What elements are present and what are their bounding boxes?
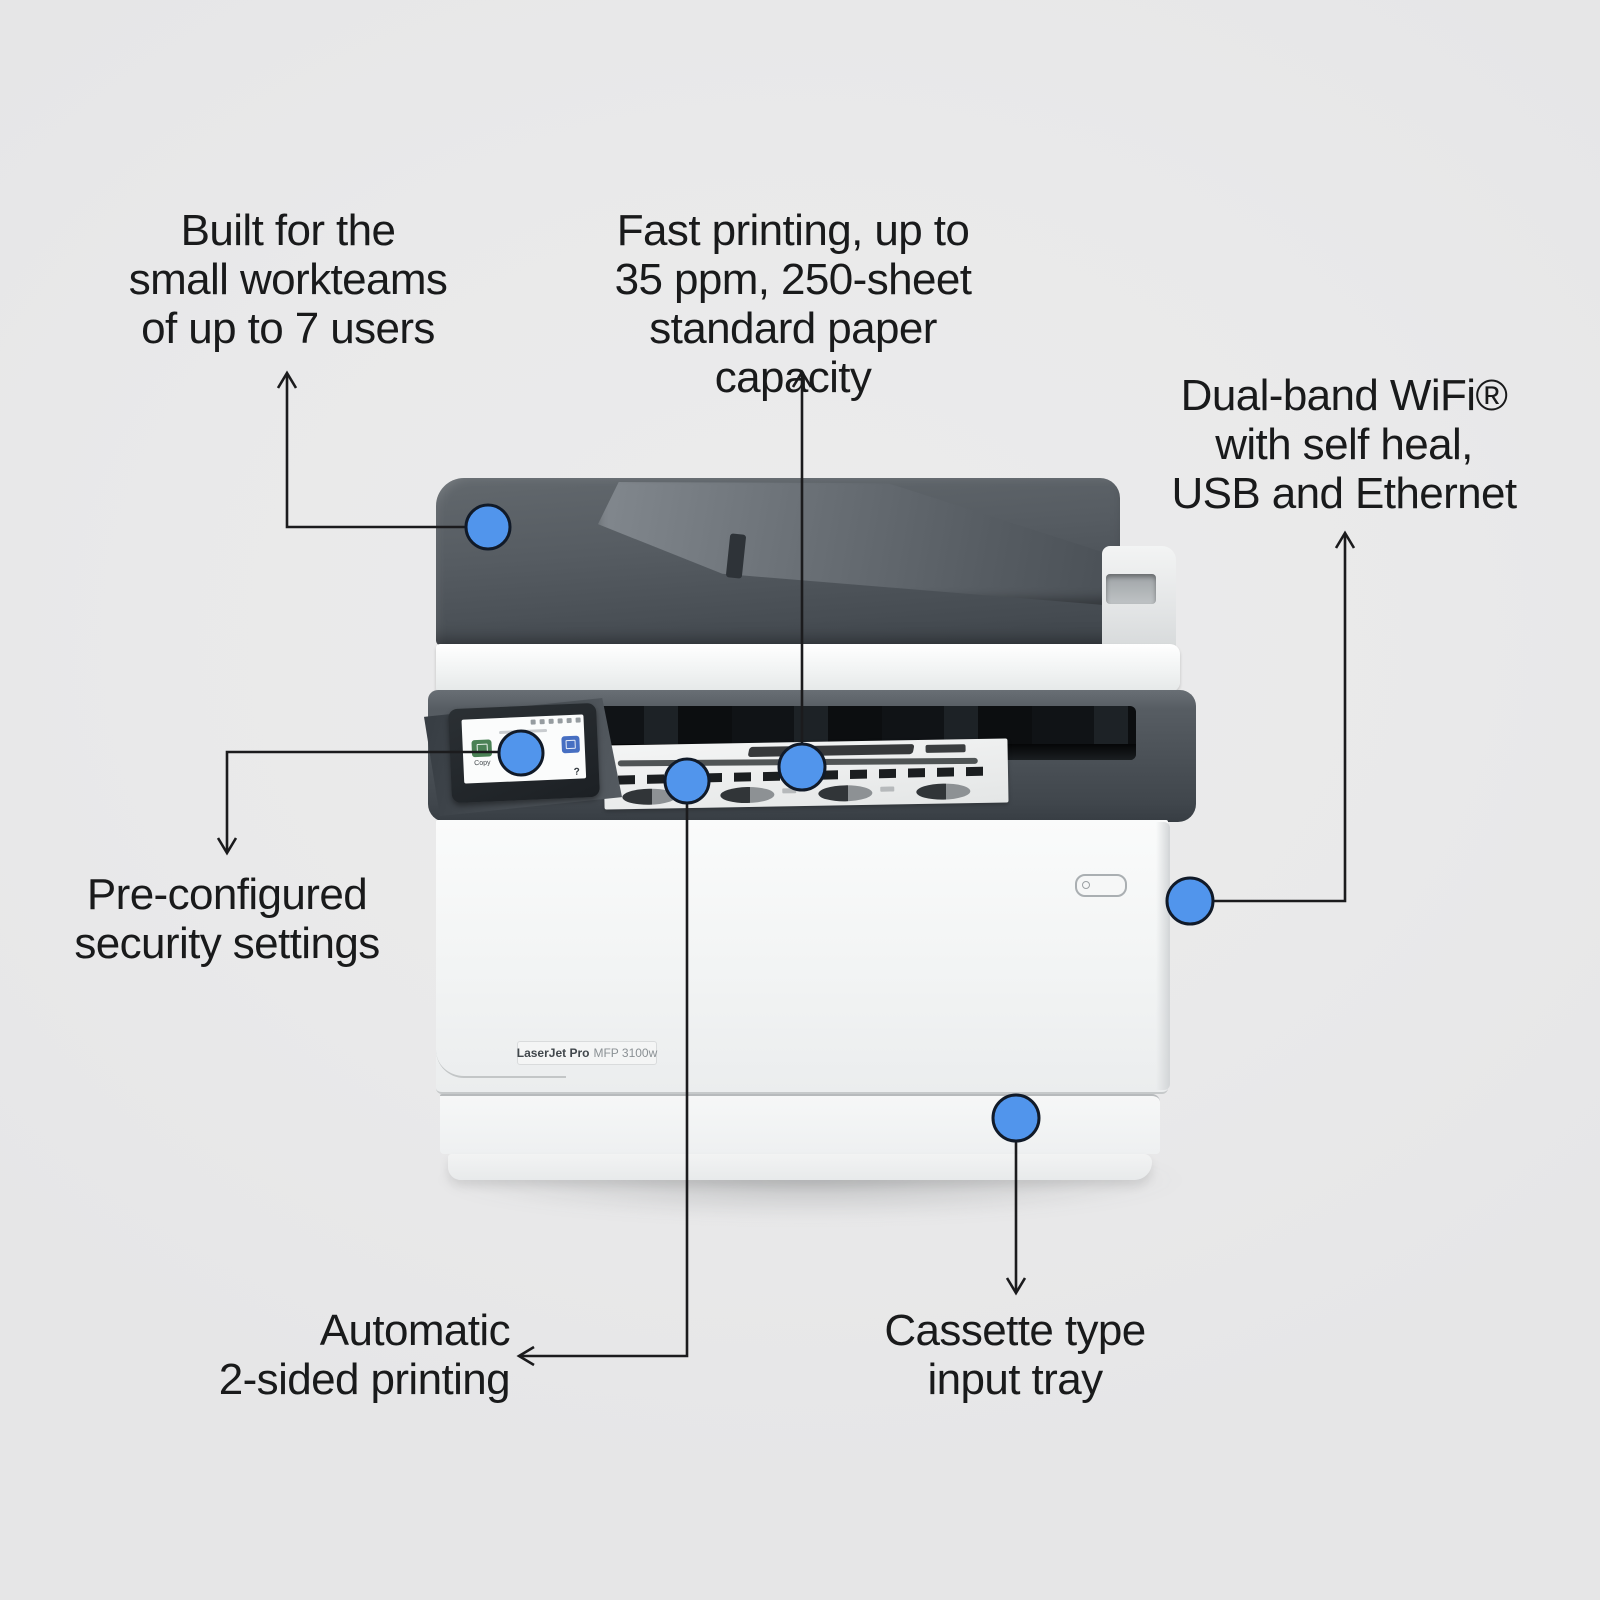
arrowhead-left-icon [516,1345,535,1367]
arrowhead-up-icon [276,370,298,389]
hotspot-dot-right-side [1165,876,1215,926]
scanner-unit [436,644,1180,692]
model-label: LaserJet Pro MFP 3100w [517,1041,657,1065]
arrowhead-up-icon [791,369,813,388]
connector-duplex [516,803,689,1367]
feature-label-security: Pre-configured security settings [74,870,380,968]
model-label-prefix: LaserJet Pro [516,1046,590,1060]
handle-slot-dot [1082,881,1090,889]
front-handle-slot [1075,874,1127,897]
hotspot-dot-output-left [663,757,711,805]
arrowhead-up-icon [1334,530,1356,549]
front-panel-seam [436,1050,566,1078]
feature-label-cassette: Cassette type input tray [884,1306,1146,1404]
hotspot-dot-adf [464,503,512,551]
feature-label-workteams: Built for the small workteams of up to 7… [128,206,448,353]
feature-label-connectivity: Dual-band WiFi® with self heal, USB and … [1171,371,1517,518]
connector-cassette [1005,1141,1027,1296]
printer-base-foot [448,1154,1152,1180]
connector-security [216,750,499,856]
hotspot-dot-control-panel [497,729,545,777]
arrowhead-down-icon [1005,1277,1027,1296]
connector-connectivity [1213,530,1356,903]
hotspot-dot-cassette [991,1093,1041,1143]
cassette-input-tray [440,1094,1160,1154]
arrowhead-down-icon [216,837,238,856]
hotspot-dot-output-right [777,742,827,792]
connector-fast-printing [791,369,813,744]
model-label-number: MFP 3100w [593,1046,658,1060]
feature-label-duplex: Automatic 2-sided printing [218,1306,511,1404]
printer-body-side-shade [1156,822,1170,1090]
feature-label-fast-printing: Fast printing, up to 35 ppm, 250-sheet s… [614,206,972,402]
adf-output-slot [1106,574,1156,604]
connector-workteams [276,370,466,529]
